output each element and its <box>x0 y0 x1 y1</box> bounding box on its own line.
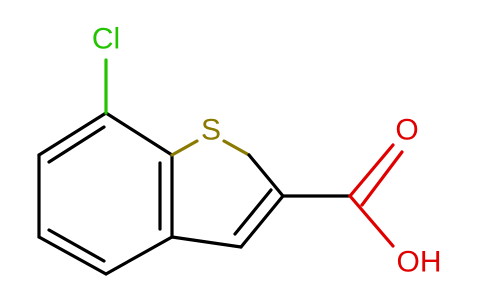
bond-cacid-oh <box>348 194 395 248</box>
thiophene-ring <box>170 139 285 249</box>
sulfur-label: S <box>201 114 221 147</box>
carboxyl-group <box>281 143 404 248</box>
bond-c4-c5-inner <box>47 228 106 263</box>
bond-c4-c5 <box>37 235 108 276</box>
benzene-ring <box>37 111 174 276</box>
bond-c6-c7 <box>37 111 108 157</box>
bond-cacid-o-double-b <box>360 150 404 207</box>
bond-c6-c7-inner <box>47 125 106 164</box>
bond-c3-c2-inner <box>233 188 273 236</box>
carbonyl-oxygen-label: O <box>395 114 418 147</box>
bond-c7a-s <box>170 139 199 157</box>
chlorine-label: Cl <box>92 23 120 56</box>
hydroxyl-label: OH <box>397 246 442 279</box>
bond-c2-c7a-side <box>247 153 285 198</box>
bond-c3a-c3 <box>170 235 243 249</box>
bond-c3a-c4 <box>104 235 174 276</box>
bond-c3-c2 <box>239 194 285 249</box>
bond-c7-c7a <box>104 111 174 157</box>
bond-cacid-o-double-a <box>348 143 395 198</box>
bond-s-c2 <box>222 139 251 157</box>
